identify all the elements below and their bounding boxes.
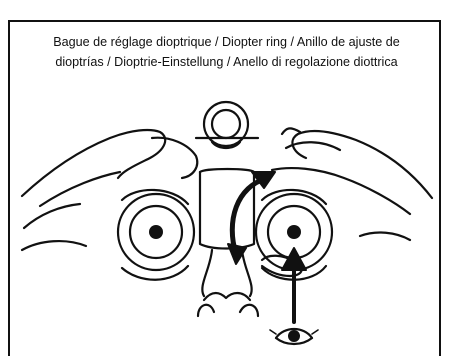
curved-double-arrow-icon xyxy=(227,171,276,265)
eye-pupil xyxy=(288,330,300,342)
diopter-ring-caption: Bague de réglage dioptrique / Diopter ri… xyxy=(8,32,445,72)
left-eyepiece-center xyxy=(149,225,163,239)
eye-icon xyxy=(269,327,319,346)
binocular-bridge xyxy=(194,136,260,250)
right-eyepiece-center xyxy=(287,225,301,239)
up-arrow-icon xyxy=(281,247,307,324)
left-hand-icon xyxy=(20,128,199,252)
focus-wheel xyxy=(202,100,250,150)
caption-line-2: dioptrías / Dioptrie-Einstellung / Anell… xyxy=(55,55,398,69)
right-hand-icon xyxy=(260,127,434,278)
left-eyepiece xyxy=(116,188,196,281)
caption-line-1: Bague de réglage dioptrique / Diopter ri… xyxy=(53,35,400,49)
nose-outline xyxy=(196,248,260,318)
